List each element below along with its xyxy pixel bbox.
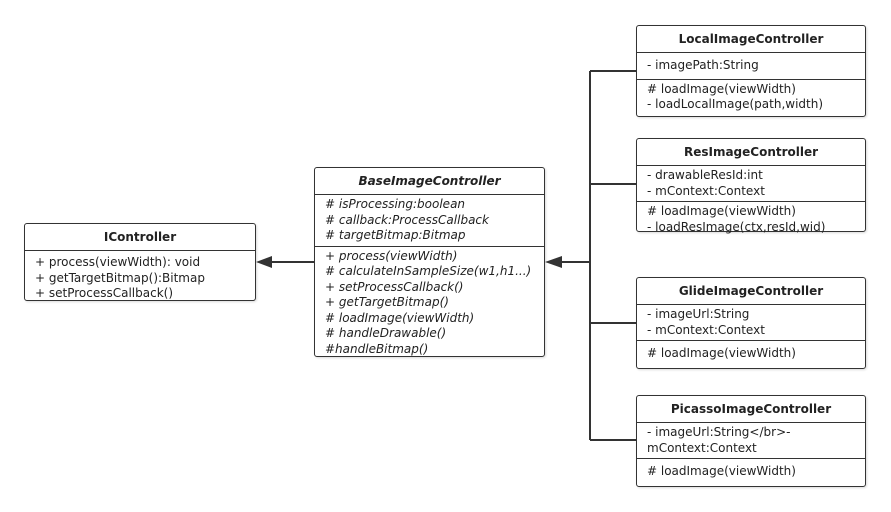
method: # calculateInSampleSize(w1,h1...) [325, 264, 532, 278]
field: # isProcessing:boolean [325, 197, 466, 211]
method: - loadResImage(ctx,resId,wid) [647, 219, 826, 234]
field: - imagePath:String [647, 58, 759, 72]
method: # loadImage(viewWidth) [647, 204, 796, 218]
class-icontroller[interactable]: IController + process(viewWidth): void +… [24, 223, 256, 301]
field: # callback:ProcessCallback [325, 212, 489, 227]
class-base-image-controller[interactable]: BaseImageController # isProcessing:boole… [314, 167, 545, 357]
class-glide-image-controller[interactable]: GlideImageController - imageUrl:String -… [636, 277, 866, 369]
field: - drawableResId:int [647, 168, 763, 182]
field: - mContext:Context [647, 183, 765, 198]
fields-section: - imageUrl:String - mContext:Context [637, 305, 865, 340]
fields-section: - imagePath:String [637, 53, 865, 79]
class-res-image-controller[interactable]: ResImageController - drawableResId:int -… [636, 138, 866, 234]
field: - imageUrl:String</br>- mContext:Context [647, 425, 791, 455]
class-name: PicassoImageController [637, 396, 865, 423]
class-picasso-image-controller[interactable]: PicassoImageController - imageUrl:String… [636, 395, 866, 487]
class-name: IController [25, 224, 255, 251]
method: + setProcessCallback() [325, 279, 464, 294]
realization-arrowhead [256, 256, 272, 268]
methods-section: # loadImage(viewWidth) - loadLocalImage(… [637, 78, 865, 115]
methods-section: # loadImage(viewWidth) - loadResImage(ct… [637, 201, 865, 237]
fields-section: - imageUrl:String</br>- mContext:Context [637, 423, 865, 458]
method: + setProcessCallback() [35, 286, 174, 300]
fields-section: # isProcessing:boolean # callback:Proces… [315, 195, 544, 246]
methods-section: # loadImage(viewWidth) [637, 458, 865, 482]
class-local-image-controller[interactable]: LocalImageController - imagePath:String … [636, 25, 866, 117]
field: - mContext:Context [647, 322, 765, 337]
method: + process(viewWidth) [325, 248, 458, 263]
field: - imageUrl:String [647, 307, 750, 321]
method: #handleBitmap() [325, 341, 429, 356]
method: # loadImage(viewWidth) [647, 464, 796, 478]
method: # loadImage(viewWidth) [647, 81, 796, 96]
fields-section: - drawableResId:int - mContext:Context [637, 166, 865, 201]
method: + getTargetBitmap() [325, 295, 449, 309]
method: + getTargetBitmap():Bitmap [35, 270, 205, 285]
method: # handleDrawable() [325, 326, 447, 340]
class-name: GlideImageController [637, 278, 865, 305]
class-name: ResImageController [637, 139, 865, 166]
method: # loadImage(viewWidth) [647, 346, 796, 360]
methods-section: + process(viewWidth): void + getTargetBi… [25, 251, 255, 304]
method: - loadLocalImage(path,width) [647, 97, 824, 111]
class-name: BaseImageController [315, 168, 544, 195]
method: + process(viewWidth): void [35, 255, 201, 269]
class-name: LocalImageController [637, 26, 865, 53]
inheritance-arrowhead [545, 256, 562, 268]
methods-section: # loadImage(viewWidth) [637, 340, 865, 364]
field: # targetBitmap:Bitmap [325, 228, 466, 242]
method: # loadImage(viewWidth) [325, 310, 475, 325]
methods-section: + process(viewWidth) # calculateInSample… [315, 245, 544, 360]
